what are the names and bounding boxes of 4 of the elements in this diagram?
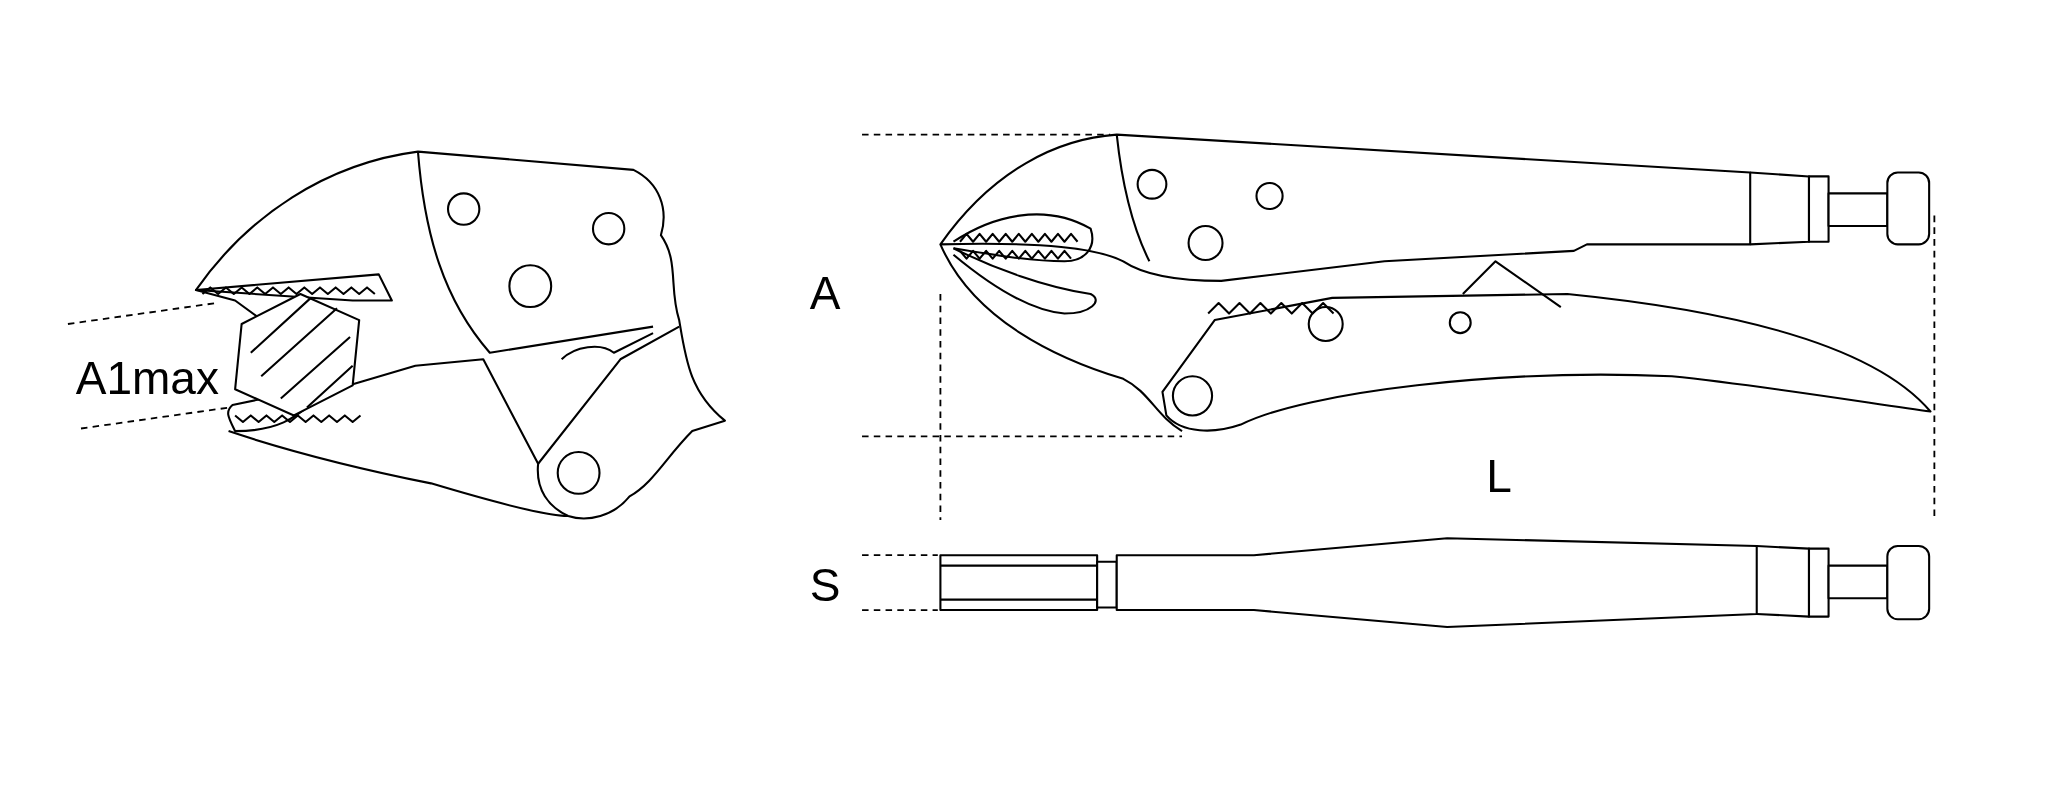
dimension-label: L [1486, 453, 1512, 500]
dimension-label: A [809, 270, 841, 317]
dimension-label: A1max [75, 355, 219, 402]
dimension-label: S [809, 561, 841, 608]
